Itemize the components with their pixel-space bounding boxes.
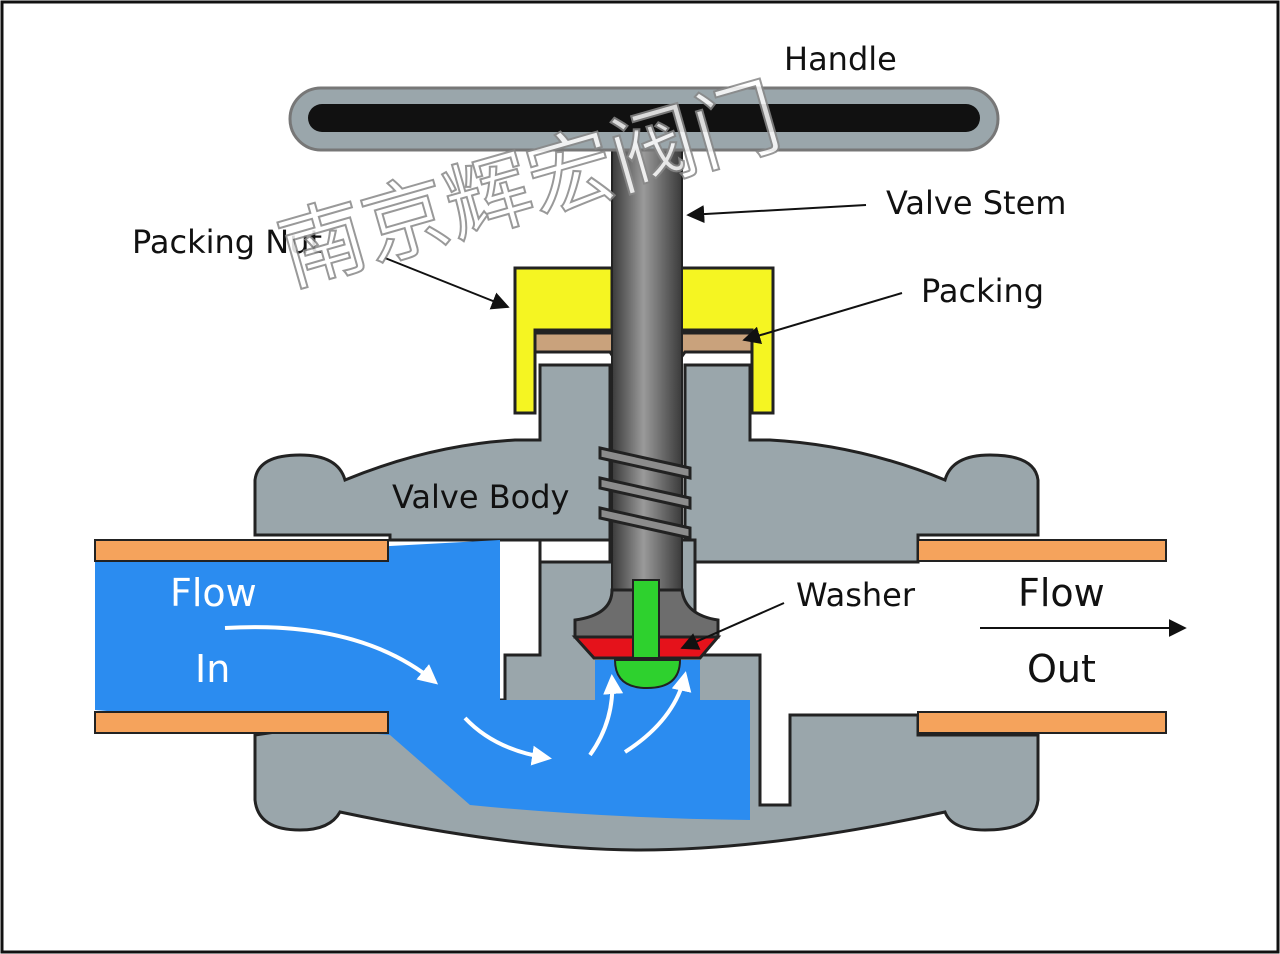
flow-arrows <box>224 625 692 766</box>
label-valve-stem: Valve Stem <box>886 184 1066 222</box>
handle-bar <box>308 104 980 132</box>
label-washer: Washer <box>796 576 916 614</box>
label-handle: Handle <box>784 40 897 78</box>
label-flow-out-1: Flow <box>1018 571 1105 615</box>
stem-threads <box>598 446 692 540</box>
screw-shank <box>632 579 660 659</box>
label-flow-out-2: Out <box>1027 647 1096 691</box>
outlet-pipe-bottom <box>917 711 1167 734</box>
label-valve-body: Valve Body <box>392 478 569 516</box>
outlet-pipe-top <box>917 539 1167 562</box>
label-flow-in-1: Flow <box>170 571 257 615</box>
label-packing: Packing <box>921 272 1044 310</box>
leader-arrows <box>384 204 903 650</box>
inlet-pipe-bottom <box>94 711 389 734</box>
label-flow-in-2: In <box>195 647 230 691</box>
label-packing-nut: Packing Nut <box>132 223 322 261</box>
inlet-pipe-top <box>94 539 389 562</box>
